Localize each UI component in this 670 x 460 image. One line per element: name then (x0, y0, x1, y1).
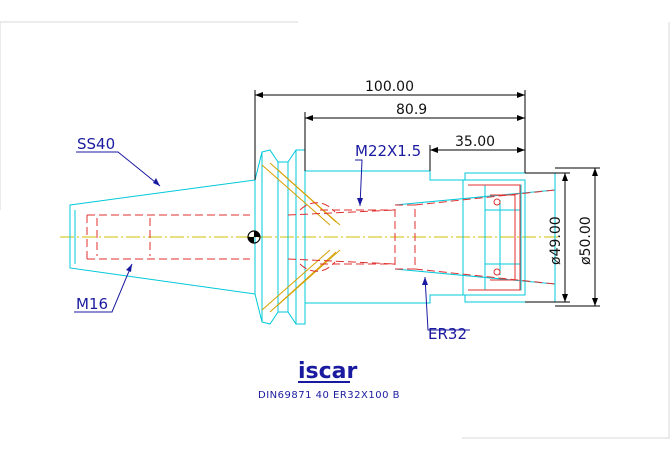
dimension-length-80: 80.9 (396, 102, 427, 118)
callout-er32: ER32 (428, 325, 467, 343)
brand-logo: iscar (298, 359, 358, 384)
internal-bore (86, 189, 556, 285)
dimension-overall-length: 100.00 (365, 79, 414, 95)
dimension-lines (254, 90, 600, 307)
sheet-border (0, 21, 670, 439)
leader-arrows (126, 178, 428, 285)
drawing-caption: DIN69871 40 ER32X100 B (258, 390, 400, 401)
center-mark (247, 230, 261, 244)
dimension-arrows (255, 92, 598, 306)
dimension-length-35: 35.00 (455, 134, 495, 150)
dimension-dia-50: ø50.00 (578, 216, 594, 265)
callout-m22x1-5: M22X1.5 (355, 142, 421, 160)
dimension-dia-49: ø49.00 (548, 216, 564, 265)
callout-m16: M16 (76, 295, 108, 313)
collet-detail (468, 184, 521, 291)
callout-ss40: SS40 (77, 135, 115, 153)
leader-lines (74, 151, 470, 331)
